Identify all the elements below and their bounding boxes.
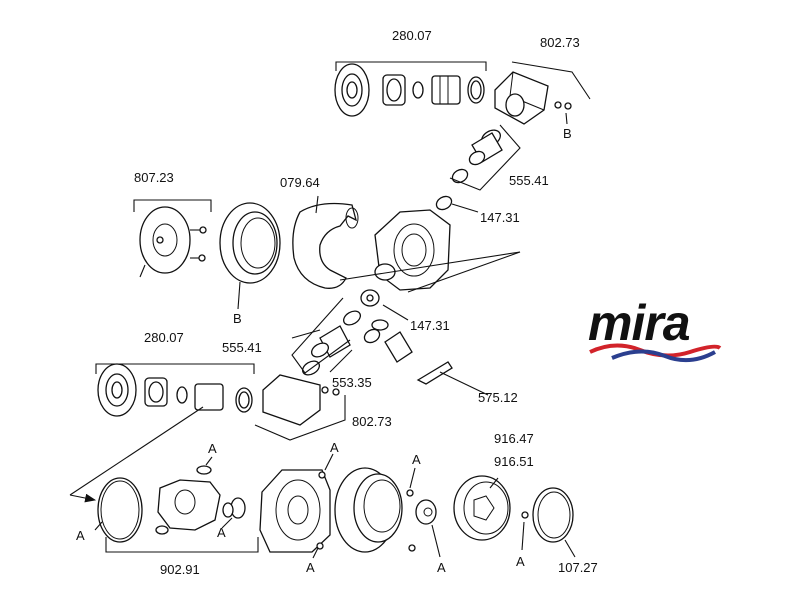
shroud-bottom (334, 467, 403, 553)
label-916-51: 916.51 (494, 454, 534, 469)
logo-wave-blue (611, 349, 716, 363)
bottom-o-ring (97, 477, 143, 543)
label-a-4: A (76, 528, 85, 543)
label-147-31-mid: 147.31 (410, 318, 450, 333)
label-b-mid: B (233, 311, 242, 326)
label-802-73-top: 802.73 (540, 35, 580, 50)
bracket-280-07-mid (95, 363, 255, 374)
bracket-802-73-mid (254, 395, 346, 441)
hex-key-575-12 (416, 361, 489, 396)
label-a-6: A (306, 560, 315, 575)
bracket-802-73-top (511, 61, 591, 100)
label-b-top: B (563, 126, 572, 141)
label-575-12: 575.12 (478, 390, 518, 405)
valve-body-mid (374, 209, 451, 291)
label-107-27: 107.27 (558, 560, 598, 575)
label-a-3: A (412, 452, 421, 467)
bracket-807-23 (133, 199, 212, 212)
label-147-31-top: 147.31 (480, 210, 520, 225)
bracket-555-41-mid (291, 297, 351, 374)
mount-plate-bottom (259, 469, 331, 553)
ring-b (219, 202, 281, 284)
label-a-5: A (217, 525, 226, 540)
label-802-73-mid: 802.73 (352, 414, 392, 429)
label-280-07-top: 280.07 (392, 28, 432, 43)
screw-connector-bottom (406, 489, 437, 552)
label-916-47: 916.47 (494, 431, 534, 446)
shroud-079-64 (292, 202, 359, 289)
bracket-555-41-top (449, 124, 521, 191)
concealing-plate-set-mid (97, 363, 253, 417)
backplate-807-23 (139, 206, 207, 278)
label-a-2: A (330, 440, 339, 455)
label-555-41-mid: 555.41 (222, 340, 262, 355)
connector-147-31-mid (360, 289, 389, 331)
cap-107-27 (521, 487, 574, 543)
top-concealing-plate-set (334, 63, 485, 117)
label-a-8: A (516, 554, 525, 569)
label-902-91: 902.91 (160, 562, 200, 577)
logo-text: mira (588, 295, 690, 351)
top-body-block (494, 71, 572, 125)
label-079-64: 079.64 (280, 175, 320, 190)
label-a-1: A (208, 441, 217, 456)
control-knob-916 (453, 475, 511, 541)
label-807-23: 807.23 (134, 170, 174, 185)
top-cartridge-seal-set (435, 129, 503, 211)
label-553-35: 553.35 (332, 375, 372, 390)
cartridge-seal-set-mid (301, 310, 413, 376)
body-block-mid (262, 374, 340, 426)
label-a-7: A (437, 560, 446, 575)
label-555-41-top: 555.41 (509, 173, 549, 188)
valve-assembly-902-91 (155, 465, 246, 535)
label-280-07-mid: 280.07 (144, 330, 184, 345)
bracket-280-07-top (335, 61, 487, 71)
mira-logo: mira (588, 295, 722, 363)
bracket-902-91 (105, 537, 259, 553)
